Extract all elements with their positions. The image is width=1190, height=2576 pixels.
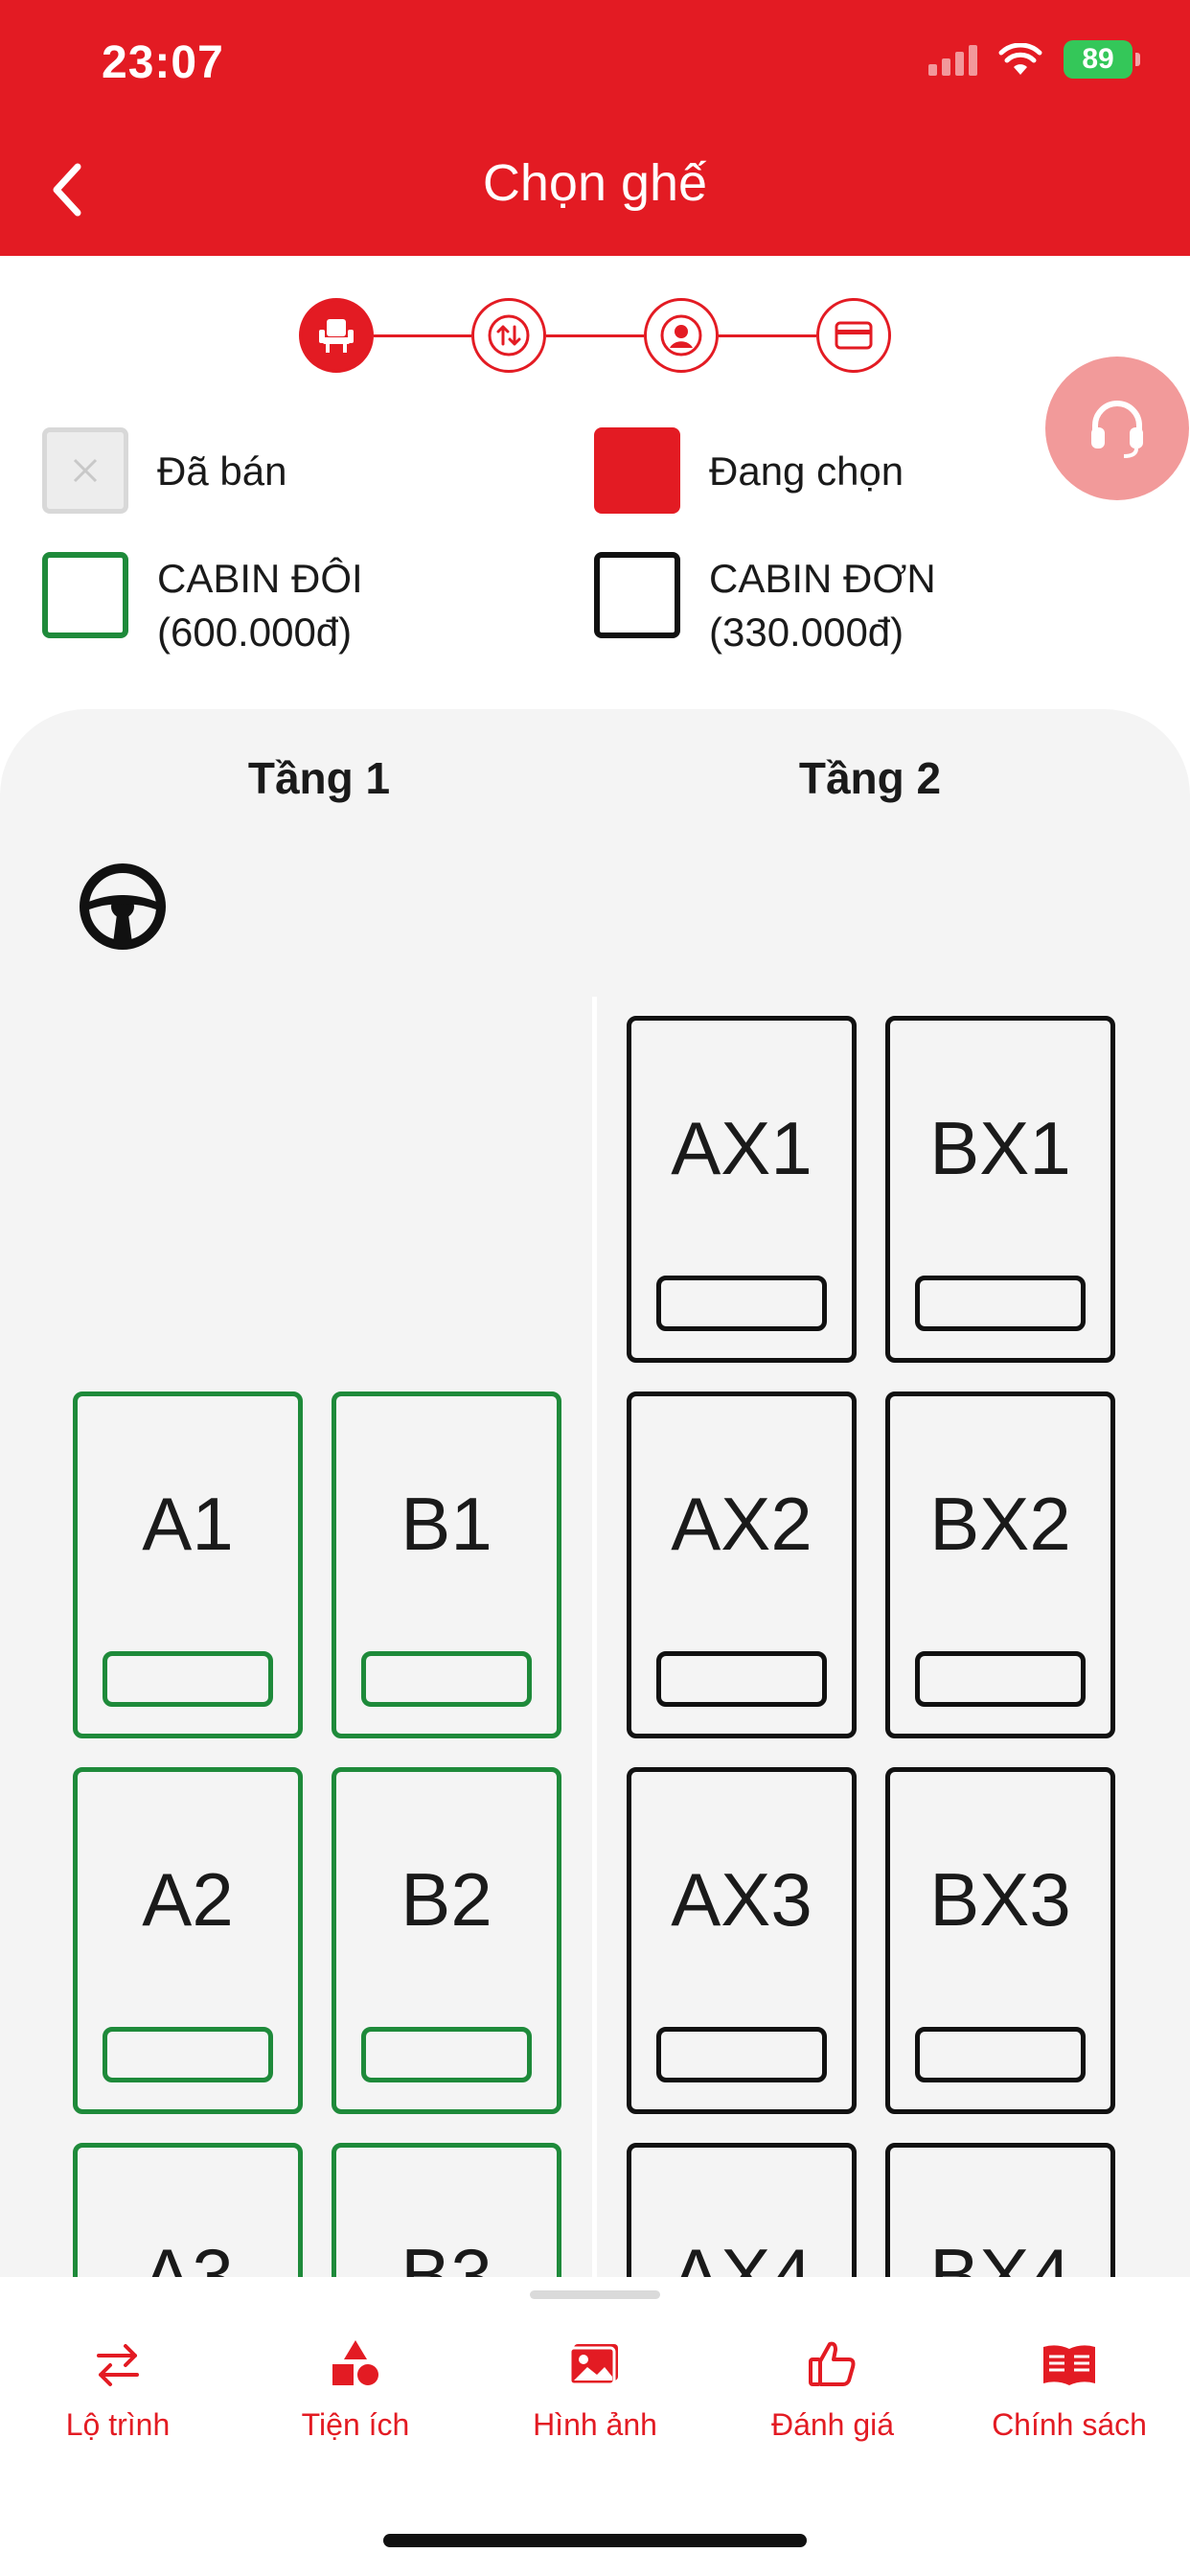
seat-pillow bbox=[361, 1651, 532, 1707]
single-cabin-name: CABIN ĐƠN bbox=[709, 556, 936, 601]
seat-b1[interactable]: B1 bbox=[332, 1392, 561, 1738]
seat-label: A2 bbox=[142, 1857, 234, 1942]
step-payment[interactable] bbox=[816, 298, 891, 373]
seat-ax2[interactable]: AX2 bbox=[627, 1392, 857, 1738]
seat-label: AX1 bbox=[671, 1106, 812, 1190]
seat-label: B1 bbox=[400, 1482, 492, 1566]
seat-label: B2 bbox=[400, 1857, 492, 1942]
sold-swatch bbox=[42, 427, 128, 514]
legend-double-cabin: CABIN ĐÔI (600.000đ) bbox=[42, 552, 363, 659]
thumbs-up-icon bbox=[809, 2341, 856, 2386]
seat-label: BX2 bbox=[929, 1482, 1071, 1566]
support-button[interactable] bbox=[1045, 356, 1189, 500]
nav-images[interactable]: Hình ảnh bbox=[490, 2334, 700, 2443]
single-cabin-swatch bbox=[594, 552, 680, 638]
step-connector bbox=[719, 334, 816, 337]
seat-pillow bbox=[915, 2027, 1086, 2082]
amenities-shapes-icon bbox=[332, 2340, 378, 2385]
step-connector bbox=[546, 334, 644, 337]
nav-amenities-label: Tiện ích bbox=[301, 2407, 410, 2442]
seat-pillow bbox=[103, 1651, 273, 1707]
seat-pillow bbox=[656, 1651, 827, 1707]
image-gallery-icon bbox=[568, 2344, 618, 2386]
step-connector bbox=[374, 334, 471, 337]
step-pickup-dropoff[interactable] bbox=[471, 298, 546, 373]
back-button[interactable] bbox=[38, 153, 96, 226]
seat-pillow bbox=[361, 2027, 532, 2082]
nav-policy[interactable]: Chính sách bbox=[964, 2334, 1175, 2443]
seat-pillow bbox=[656, 2027, 827, 2082]
seat-bx3[interactable]: BX3 bbox=[885, 1767, 1115, 2114]
seat-icon bbox=[319, 319, 354, 353]
battery-level: 89 bbox=[1082, 43, 1114, 75]
cellular-signal-icon bbox=[928, 43, 977, 76]
status-icons: 89 bbox=[928, 40, 1140, 79]
floor-2-label: Tầng 2 bbox=[798, 753, 942, 803]
legend-selecting: Đang chọn bbox=[594, 427, 904, 514]
sheet-grab-handle[interactable] bbox=[530, 2290, 660, 2299]
legend-sold: Đã bán bbox=[42, 427, 286, 514]
double-cabin-swatch bbox=[42, 552, 128, 638]
seat-pillow bbox=[656, 1276, 827, 1331]
legend-double-label: CABIN ĐÔI (600.000đ) bbox=[157, 552, 363, 659]
selecting-swatch bbox=[594, 427, 680, 514]
seat-label: AX3 bbox=[671, 1857, 812, 1942]
nav-images-label: Hình ảnh bbox=[533, 2407, 657, 2442]
nav-reviews-label: Đánh giá bbox=[770, 2407, 895, 2442]
nav-reviews[interactable]: Đánh giá bbox=[727, 2334, 938, 2443]
seat-b2[interactable]: B2 bbox=[332, 1767, 561, 2114]
seat-ax3[interactable]: AX3 bbox=[627, 1767, 857, 2114]
status-time: 23:07 bbox=[102, 37, 224, 88]
seat-pillow bbox=[915, 1651, 1086, 1707]
seat-bx2[interactable]: BX2 bbox=[885, 1392, 1115, 1738]
policy-book-icon bbox=[1043, 2345, 1095, 2385]
route-swap-icon bbox=[97, 2344, 139, 2386]
double-cabin-name: CABIN ĐÔI bbox=[157, 556, 363, 601]
legend-selecting-label: Đang chọn bbox=[709, 448, 904, 494]
seat-a2[interactable]: A2 bbox=[73, 1767, 303, 2114]
legend-sold-label: Đã bán bbox=[157, 448, 287, 494]
payment-card-icon bbox=[835, 321, 873, 350]
seat-pillow bbox=[103, 2027, 273, 2082]
seat-label: A1 bbox=[142, 1482, 234, 1566]
seat-label: AX2 bbox=[671, 1482, 812, 1566]
nav-route-label: Lộ trình bbox=[65, 2407, 171, 2442]
double-cabin-price: (600.000đ) bbox=[157, 610, 353, 655]
step-seat[interactable] bbox=[299, 298, 374, 373]
seat-label: BX3 bbox=[929, 1857, 1071, 1942]
booking-stepper bbox=[299, 298, 891, 373]
legend-single-cabin: CABIN ĐƠN (330.000đ) bbox=[594, 552, 936, 659]
pickup-dropoff-icon bbox=[488, 314, 530, 356]
floor-divider bbox=[592, 997, 597, 2576]
legend-single-label: CABIN ĐƠN (330.000đ) bbox=[709, 552, 936, 659]
seat-pillow bbox=[915, 1276, 1086, 1331]
seat-ax1[interactable]: AX1 bbox=[627, 1016, 857, 1363]
headset-icon bbox=[1091, 401, 1143, 458]
user-info-icon bbox=[660, 314, 702, 356]
chevron-left-icon bbox=[53, 163, 81, 217]
seat-label: BX1 bbox=[929, 1106, 1071, 1190]
nav-amenities[interactable]: Tiện ích bbox=[250, 2334, 461, 2443]
floor-1-label: Tầng 1 bbox=[247, 753, 391, 803]
home-indicator bbox=[383, 2534, 807, 2547]
seat-bx1[interactable]: BX1 bbox=[885, 1016, 1115, 1363]
nav-policy-label: Chính sách bbox=[992, 2407, 1147, 2442]
step-user-info[interactable] bbox=[644, 298, 719, 373]
single-cabin-price: (330.000đ) bbox=[709, 610, 904, 655]
close-icon bbox=[73, 458, 98, 483]
page-title: Chọn ghế bbox=[482, 154, 708, 212]
bottom-nav: Lộ trình Tiện ích Hình ảnh bbox=[0, 2277, 1190, 2576]
app-header: 23:07 89 Chọn ghế bbox=[0, 0, 1190, 256]
seat-a1[interactable]: A1 bbox=[73, 1392, 303, 1738]
wifi-icon bbox=[998, 43, 1042, 75]
nav-route[interactable]: Lộ trình bbox=[12, 2334, 223, 2443]
battery-icon: 89 bbox=[1064, 40, 1140, 79]
steering-wheel-icon bbox=[80, 863, 166, 950]
